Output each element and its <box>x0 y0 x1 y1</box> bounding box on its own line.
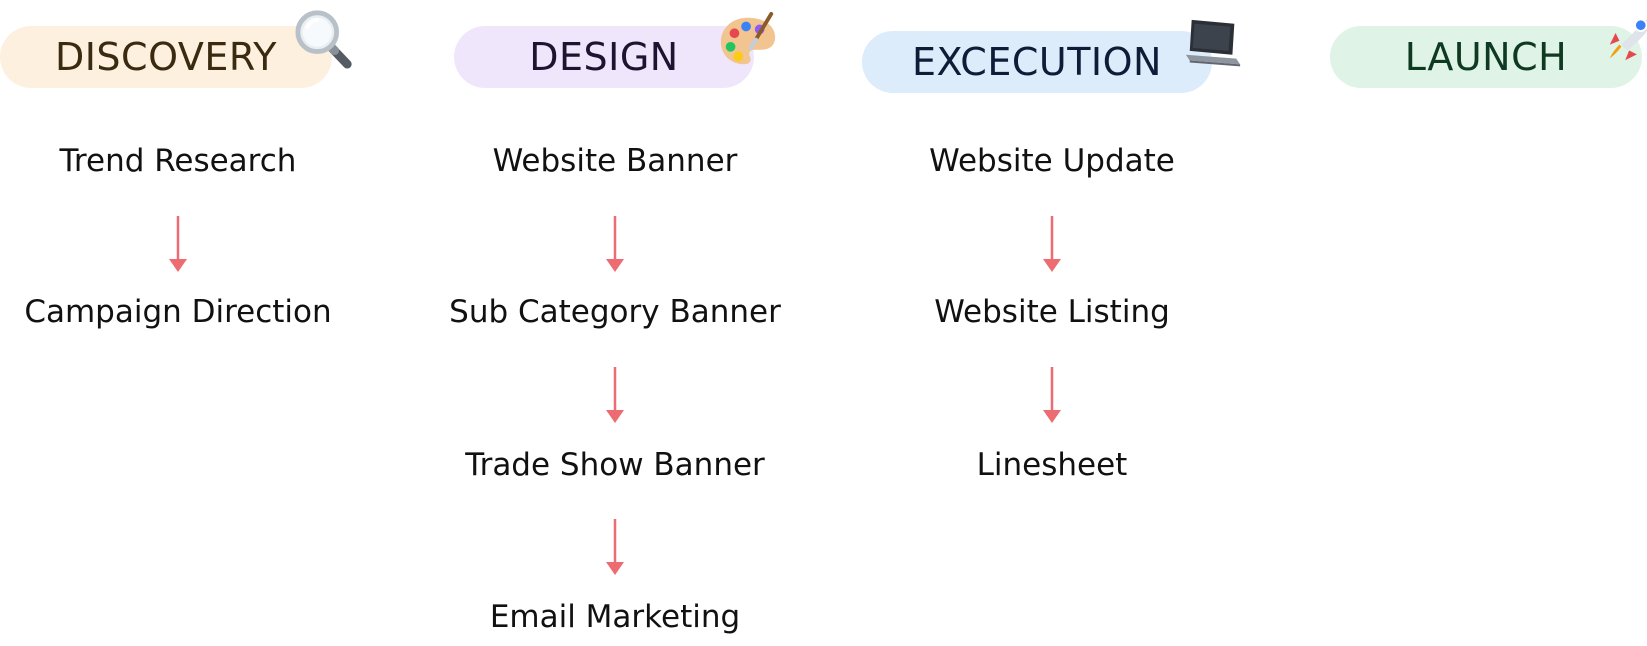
stage-label: DISCOVERY <box>54 35 278 79</box>
stage-pill: EXCECUTION <box>862 31 1212 93</box>
stage-label: EXCECUTION <box>912 40 1162 84</box>
stage-launch: LAUNCH <box>1268 0 1647 646</box>
down-arrow-icon <box>1043 216 1061 272</box>
step-trend-research: Trend Research <box>59 143 297 179</box>
stage-pill: DESIGN <box>454 26 754 88</box>
down-arrow-icon <box>606 519 624 575</box>
stage-label: DESIGN <box>529 35 679 79</box>
stage-discovery: DISCOVERY Trend Research Campaign Direct… <box>0 0 398 646</box>
magnifying-glass-icon <box>295 10 352 69</box>
down-arrow-icon <box>1043 367 1061 423</box>
stage-design: DESIGN Website Banner Sub Category Banne… <box>395 0 835 646</box>
step-website-listing: Website Listing <box>934 294 1170 330</box>
step-email-marketing: Email Marketing <box>489 599 741 635</box>
rocket-icon <box>1609 18 1647 61</box>
down-arrow-icon <box>606 216 624 272</box>
step-campaign-direction: Campaign Direction <box>24 294 332 330</box>
step-linesheet: Linesheet <box>976 447 1128 483</box>
stage-pill: DISCOVERY <box>0 26 332 88</box>
laptop-icon <box>1185 19 1241 67</box>
stage-label: LAUNCH <box>1404 35 1568 79</box>
step-trade-show-banner: Trade Show Banner <box>465 447 765 483</box>
stage-pill: LAUNCH <box>1330 26 1642 88</box>
artist-palette-icon <box>720 11 776 65</box>
step-sub-category-banner: Sub Category Banner <box>449 294 781 330</box>
step-website-update: Website Update <box>929 143 1175 179</box>
step-website-banner: Website Banner <box>492 143 738 179</box>
down-arrow-icon <box>606 367 624 423</box>
stage-excecution: EXCECUTION Website Update Website Listin… <box>832 0 1272 646</box>
down-arrow-icon <box>169 216 187 272</box>
